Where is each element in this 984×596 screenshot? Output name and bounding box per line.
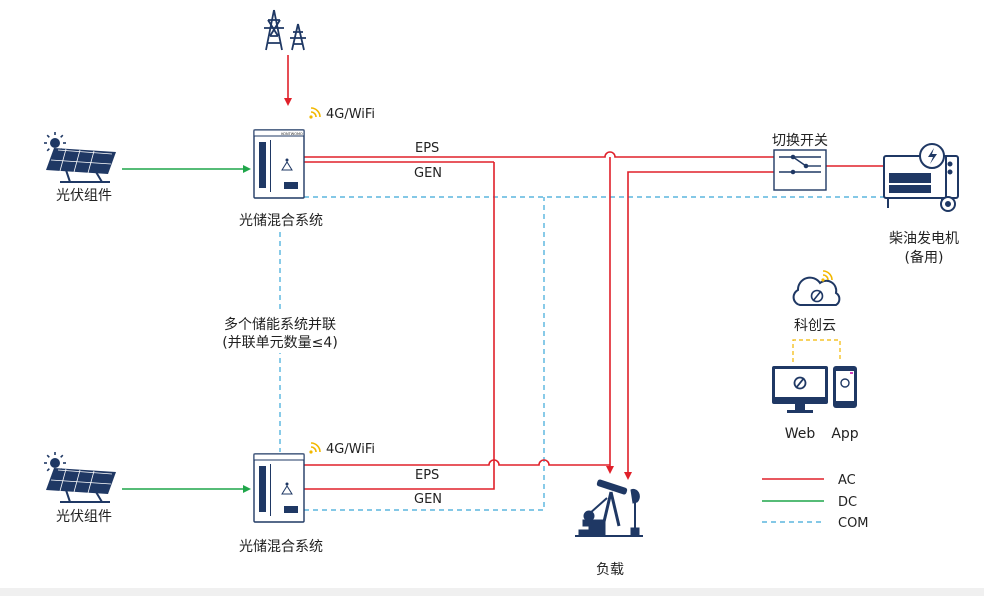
storage-label-top: 光储混合系统 xyxy=(239,213,323,229)
solar-panel-icon xyxy=(45,467,117,503)
com-line-bottom xyxy=(304,197,545,511)
storage-cabinet-icon xyxy=(253,453,305,523)
comm-label-top: 4G/WiFi xyxy=(326,107,375,122)
web-label: Web xyxy=(785,426,816,442)
storage-cabinet-icon xyxy=(253,129,305,199)
cloud-icon xyxy=(792,276,841,306)
cloud-link-lines xyxy=(792,339,841,362)
app-label: App xyxy=(831,426,858,442)
legend: AC DC COM xyxy=(762,473,869,531)
com-lines xyxy=(279,196,886,511)
ac-lines xyxy=(284,55,884,490)
gen-label-top: GEN xyxy=(414,166,442,181)
legend-label-com: COM xyxy=(838,516,869,531)
transmission-tower-icon xyxy=(264,9,306,51)
pv-label-bottom: 光伏组件 xyxy=(56,509,112,525)
monitor-icon xyxy=(772,366,828,413)
switch-label: 切换开关 xyxy=(772,132,828,149)
legend-label-dc: DC xyxy=(838,495,857,510)
eps-label-top: EPS xyxy=(415,141,439,156)
pv-label-top: 光伏组件 xyxy=(56,188,112,204)
pumpjack-icon xyxy=(575,479,643,537)
ac-eps-top xyxy=(304,151,784,158)
legend-label-ac: AC xyxy=(838,473,856,488)
generator-label-line2: (备用) xyxy=(905,249,944,266)
gen-label-bottom: GEN xyxy=(414,492,442,507)
parallel-note-line2: (并联单元数量≤4) xyxy=(222,335,338,351)
dc-lines xyxy=(122,165,251,493)
ac-eps-bottom xyxy=(304,459,610,466)
wifi-icon xyxy=(308,107,321,120)
eps-label-bottom: EPS xyxy=(415,468,439,483)
comm-label-bottom: 4G/WiFi xyxy=(326,442,375,457)
solar-panel-icon xyxy=(45,147,117,183)
storage-label-bottom: 光储混合系统 xyxy=(239,539,323,555)
parallel-note-line1: 多个储能系统并联 xyxy=(224,316,336,333)
ac-gen-bus xyxy=(304,162,495,490)
load-label: 负载 xyxy=(596,562,624,578)
phone-icon xyxy=(833,366,857,408)
wifi-icon xyxy=(308,442,321,455)
generator-label-line1: 柴油发电机 xyxy=(889,231,959,247)
cloud-label: 科创云 xyxy=(794,318,836,334)
bottom-band xyxy=(0,588,984,596)
cabinet-brand: KONTWOMO xyxy=(281,132,303,136)
diesel-generator-icon xyxy=(883,143,959,212)
transfer-switch-icon xyxy=(773,149,827,191)
ac-switch-to-load xyxy=(624,171,784,480)
